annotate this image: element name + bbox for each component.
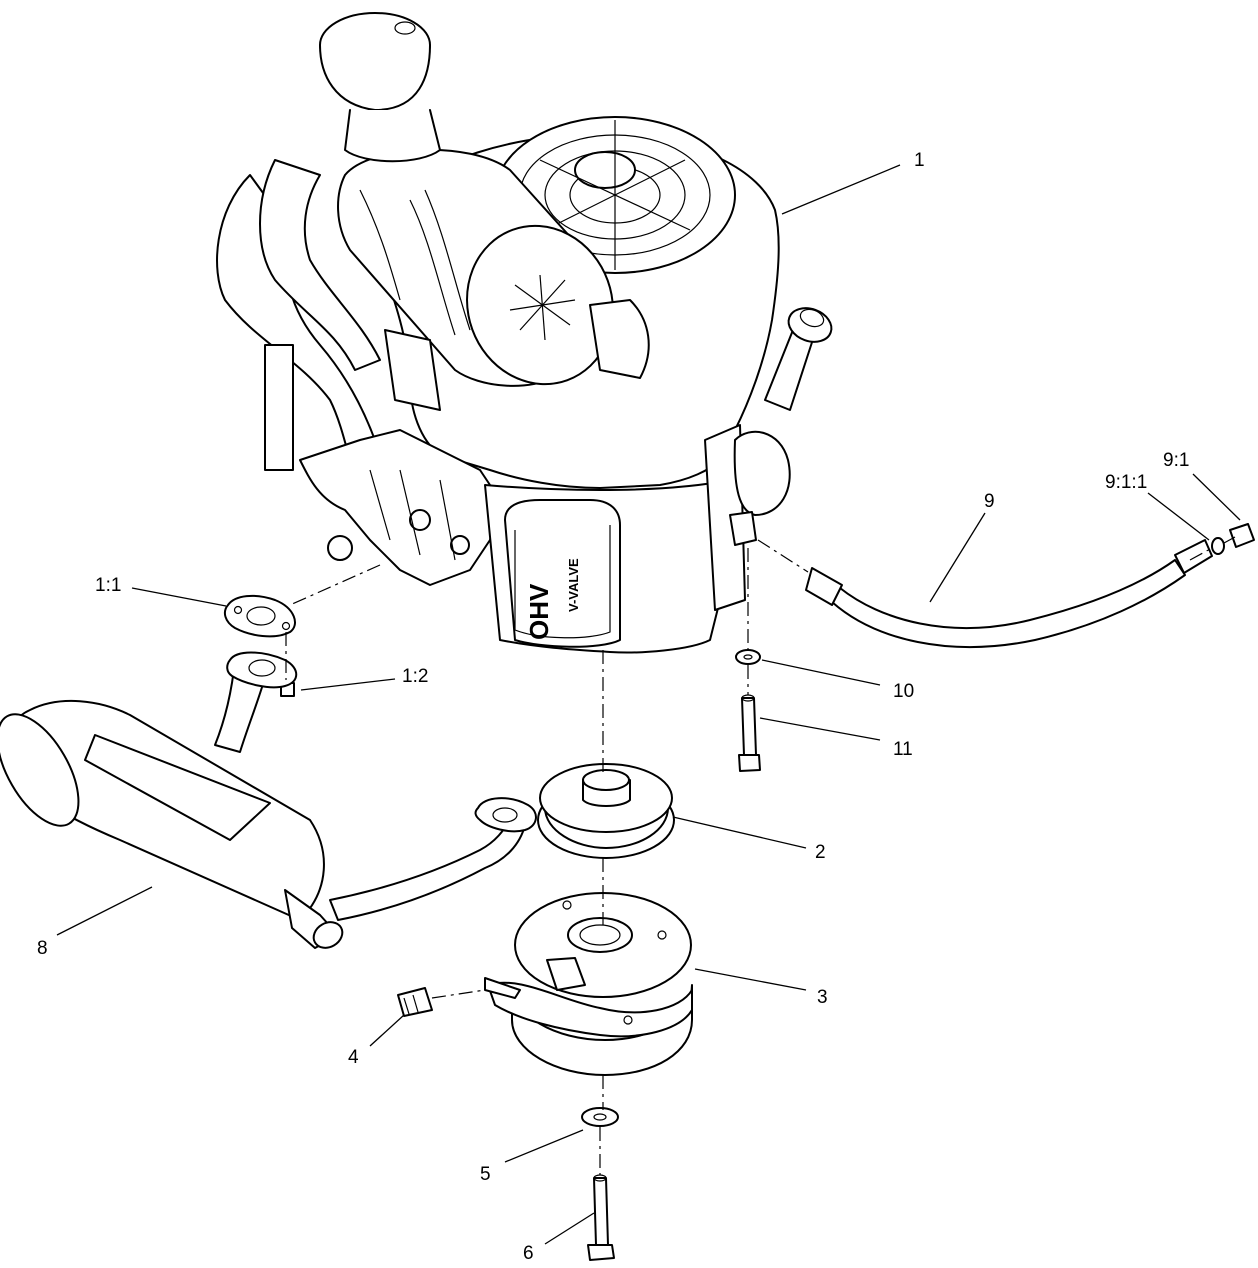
callout-9: 9 xyxy=(984,491,995,512)
engine-valve-cover xyxy=(504,499,621,648)
callout-1-1: 1:1 xyxy=(95,575,121,596)
washer-part-5 xyxy=(581,1107,619,1127)
part-11-bolt-head xyxy=(738,754,761,772)
leader-3 xyxy=(694,968,807,991)
muffler-flange-upper xyxy=(226,651,298,689)
engine-side-panel xyxy=(264,344,294,471)
callout-10: 10 xyxy=(893,681,914,702)
clutch-bearing xyxy=(567,917,633,953)
part-6-bolt-head xyxy=(587,1244,615,1261)
leader-11 xyxy=(759,717,881,741)
leader-1-2 xyxy=(300,678,396,691)
leader-6 xyxy=(544,1212,595,1245)
clutch-anti-rotation-tab xyxy=(484,977,521,999)
leader-2 xyxy=(672,816,807,849)
callout-3: 3 xyxy=(817,987,828,1008)
muffler-assembly xyxy=(0,651,537,949)
callout-4: 4 xyxy=(348,1047,359,1068)
part-1-1-gasket xyxy=(223,594,296,638)
callout-2: 2 xyxy=(815,842,826,863)
oil-filter xyxy=(733,430,791,516)
dipstick-cap xyxy=(787,307,833,343)
leader-9-1-1 xyxy=(1147,492,1210,541)
oil-drain-hose-assembly xyxy=(805,523,1255,649)
washer-part-10 xyxy=(735,649,761,665)
muffler-end-cap xyxy=(0,713,80,827)
engine-mount-bracket-left xyxy=(384,329,441,411)
oil-drain-fitting xyxy=(729,511,757,546)
leader-1 xyxy=(781,164,901,215)
hose-fitting-left xyxy=(805,567,843,606)
leader-8 xyxy=(56,886,153,936)
engine-carburetor xyxy=(299,429,501,586)
pto-clutch-assembly xyxy=(484,892,693,1076)
leader-9-1 xyxy=(1192,473,1241,521)
bolt-part-11 xyxy=(738,694,761,772)
callout-labels: 1 1:1 1:2 2 3 4 5 6 8 9 9:1 9:1:1 10 11 xyxy=(37,150,1189,1264)
hose-fitting-right xyxy=(1174,539,1213,574)
clutch-connector xyxy=(546,957,586,991)
part-10-washer xyxy=(735,649,761,665)
part-9-1-fitting xyxy=(1229,523,1255,548)
callout-6: 6 xyxy=(523,1243,534,1264)
muffler-pipe-lower xyxy=(329,817,526,921)
engine-marking-v-valve: V-VALVE xyxy=(566,558,581,612)
engine-exhaust-tube-inner xyxy=(259,159,381,371)
leader-4 xyxy=(369,1014,405,1047)
leader-1-1 xyxy=(131,587,227,607)
air-filter-cap-body xyxy=(319,44,431,111)
callout-11: 11 xyxy=(893,739,913,760)
part-6-bolt-shank xyxy=(593,1177,609,1246)
bolt-part-6 xyxy=(587,1174,615,1261)
leader-5 xyxy=(504,1129,584,1163)
callout-9-1-1: 9:1:1 xyxy=(1105,472,1147,493)
part-11-bolt-shank xyxy=(741,697,757,756)
oil-drain-hose xyxy=(831,559,1186,649)
leader-10 xyxy=(761,659,881,686)
muffler-flange-lower xyxy=(474,797,537,833)
clutch-mounting-plate xyxy=(487,981,693,1038)
pulley-assembly xyxy=(537,763,675,859)
leader-lines xyxy=(56,164,1241,1245)
engine-assembly: OHV V-VALVE xyxy=(216,12,833,654)
part-5-washer xyxy=(581,1107,619,1127)
assembly-centerlines xyxy=(285,536,1236,1175)
callout-1: 1 xyxy=(914,150,925,171)
callout-9-1: 9:1 xyxy=(1163,450,1189,471)
exhaust-gasket-group xyxy=(223,594,296,697)
air-cleaner-outlet xyxy=(589,299,650,379)
leader-9 xyxy=(929,512,986,603)
callout-5: 5 xyxy=(480,1164,491,1185)
clutch-body-lower xyxy=(511,984,693,1076)
callout-1-2: 1:2 xyxy=(402,666,428,687)
muffler-heat-shield xyxy=(84,734,271,841)
callout-8: 8 xyxy=(37,938,48,959)
engine-marking-ohv: OHV xyxy=(524,583,554,640)
part-9-1-1-oring xyxy=(1211,537,1225,555)
key-part-4 xyxy=(397,987,433,1017)
